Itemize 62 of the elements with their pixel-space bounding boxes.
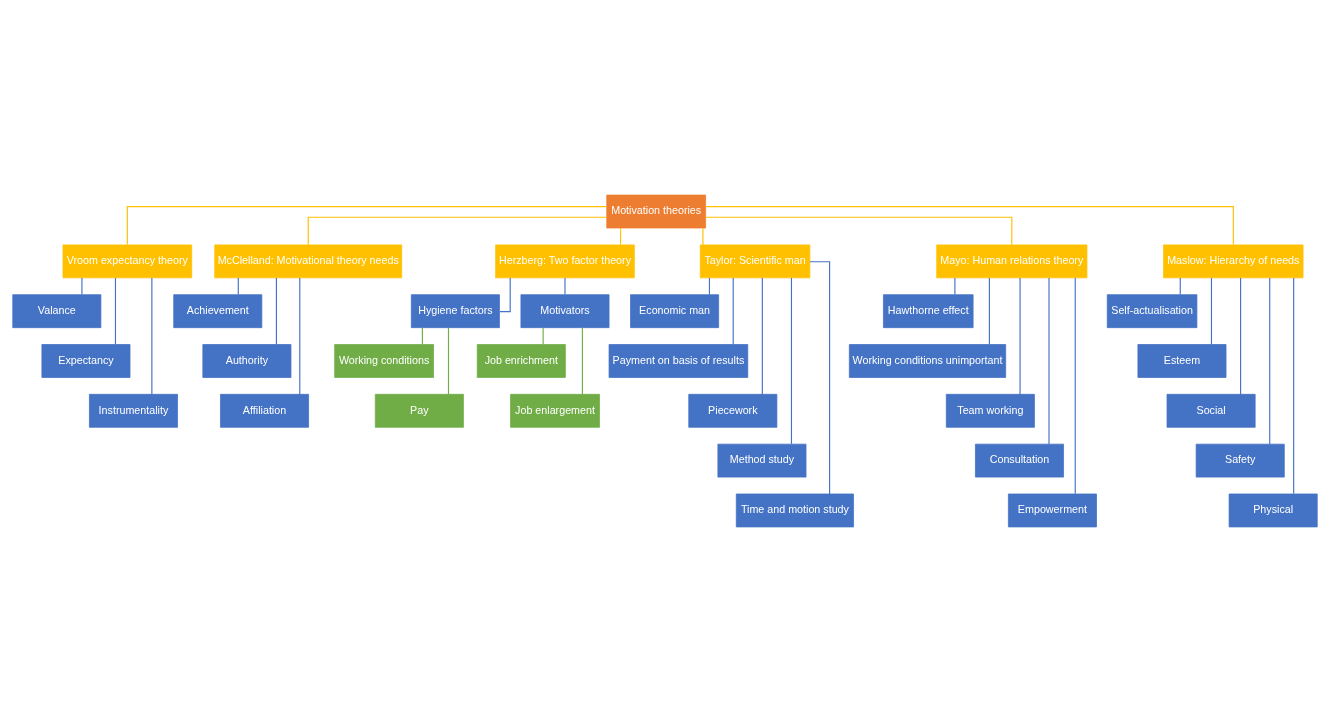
connector [705, 206, 1234, 246]
node-box: Authority [202, 344, 292, 378]
connector [988, 277, 990, 345]
node-box: Team working [945, 393, 1035, 428]
node-box: Working conditions unimportant [848, 344, 1007, 378]
connector [1019, 277, 1021, 395]
connector [447, 327, 450, 395]
node-box: Job enlargement [510, 393, 600, 428]
connector [705, 216, 1013, 246]
node-box: Empowerment [1008, 493, 1097, 528]
node-box: Instrumentality [89, 393, 178, 428]
node-box: Hygiene factors [410, 294, 500, 329]
node-box: Economic man [630, 294, 720, 329]
connector [499, 277, 511, 313]
node-box: McClelland: Motivational theory needs [214, 244, 403, 279]
node-box: Safety [1195, 443, 1285, 478]
connector [702, 227, 704, 246]
node-box: Consultation [975, 443, 1064, 478]
node-box: Achievement [173, 294, 263, 329]
connector [581, 327, 583, 395]
connector [790, 277, 793, 445]
connector [81, 277, 83, 296]
node-box: Vroom expectancy theory [62, 244, 193, 279]
node-box: Social [1166, 393, 1256, 428]
connector [299, 277, 301, 395]
connector [809, 261, 831, 495]
connector [151, 277, 153, 395]
node-box: Pay [374, 393, 464, 428]
node-box: Taylor: Scientific man [699, 244, 811, 279]
connector [732, 277, 734, 345]
connector [1293, 277, 1295, 495]
node-box: Job enrichment [476, 344, 566, 378]
connector [761, 277, 763, 395]
node-box: Esteem [1137, 344, 1227, 378]
connector [542, 327, 544, 345]
connector [307, 216, 608, 246]
connector [1210, 277, 1213, 345]
connector [954, 277, 956, 296]
connector [275, 277, 277, 345]
node-box: Expectancy [41, 344, 131, 378]
connector [1048, 277, 1050, 445]
node-box: Mayo: Human relations theory [936, 244, 1088, 279]
node-box: Motivators [520, 294, 610, 329]
node-box: Physical [1228, 493, 1318, 528]
node-box: Piecework [688, 393, 778, 428]
node-box: Herzberg: Two factor theory [495, 244, 635, 279]
connector [564, 277, 566, 296]
node-box: Motivation theories [606, 194, 706, 229]
connector [1240, 277, 1242, 395]
connector [114, 277, 117, 345]
node-box: Valance [12, 294, 102, 329]
node-box: Working conditions [334, 344, 434, 378]
node-box: Time and motion study [735, 493, 854, 528]
connector [1074, 277, 1076, 495]
connector [126, 206, 608, 246]
node-box: Payment on basis of results [608, 344, 749, 378]
node-box: Hawthorne effect [883, 294, 974, 329]
node-box: Affiliation [220, 393, 309, 428]
node-box: Method study [717, 443, 807, 478]
node-box: Self-actualisation [1106, 294, 1198, 329]
node-box: Maslow: Hierarchy of needs [1163, 244, 1304, 279]
connector [1269, 277, 1271, 445]
